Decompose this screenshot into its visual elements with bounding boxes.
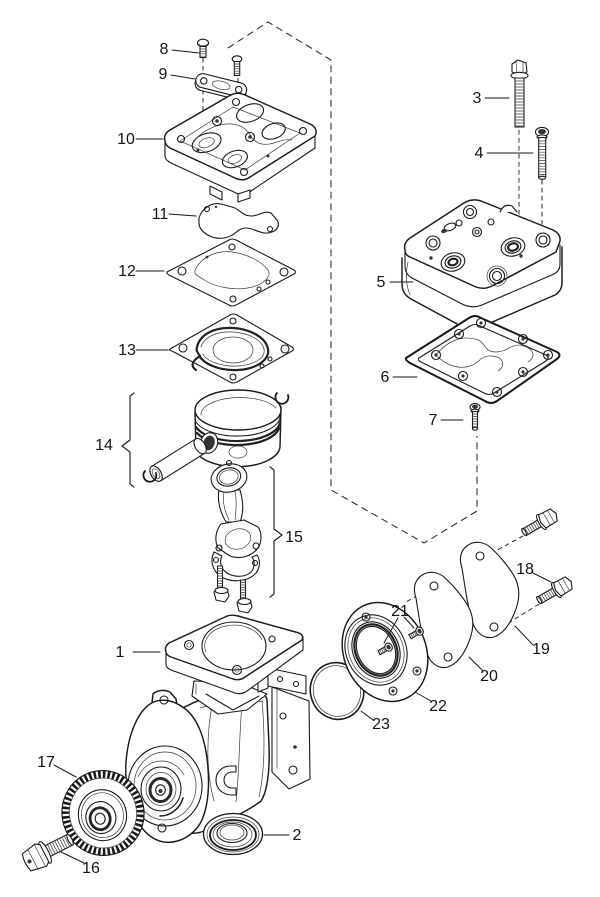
- callout-17-label: 17: [37, 754, 55, 771]
- circlip-icon: [142, 470, 158, 483]
- part-4-screw: [534, 126, 550, 180]
- part-18-hex-bolt: [536, 576, 573, 605]
- part-9-screw: [231, 55, 243, 77]
- callout-15-label: 15: [285, 529, 303, 546]
- callout-22-label: 22: [429, 698, 447, 715]
- part-3-hex-bolt: [510, 59, 529, 128]
- callout-2-label: 2: [293, 827, 302, 844]
- callout-23-label: 23: [372, 716, 390, 733]
- callout-19-leader: [514, 625, 534, 646]
- part-19-cover-plate: [459, 541, 520, 639]
- part-11-reed-valve: [198, 203, 279, 239]
- part-17-drive-gear: [61, 770, 145, 856]
- callout-5-label: 5: [377, 274, 386, 291]
- callout-8-leader: [171, 49, 200, 54]
- part-2-seal-washer: [202, 812, 264, 856]
- callout-7-label: 7: [429, 412, 438, 429]
- circlip-icon: [274, 392, 290, 405]
- callout-9-leader: [170, 74, 196, 80]
- part-13-gasket: [168, 313, 295, 384]
- callout-3-label: 3: [473, 90, 482, 107]
- part-18-hex-bolt: [521, 508, 558, 537]
- part-5-cylinder-head: [401, 199, 563, 329]
- callout-14-label: 14: [95, 437, 113, 454]
- callout-12-label: 12: [118, 263, 136, 280]
- callout-17-leader: [53, 764, 77, 778]
- callout-18-label: 18: [516, 561, 534, 578]
- part-16-hex-bolt: [21, 833, 74, 872]
- callout-4-label: 4: [475, 145, 484, 162]
- part-7-screw: [469, 402, 481, 431]
- leader-lines: [53, 49, 552, 864]
- callout-22-leader: [414, 691, 432, 702]
- callout-20-leader: [468, 656, 484, 672]
- callout-13-label: 13: [118, 342, 136, 359]
- callout-8-label: 8: [160, 41, 169, 58]
- part-12-gasket: [166, 238, 297, 307]
- part-14-wrist-pin: [149, 437, 207, 482]
- callout-21-leader: [383, 616, 415, 644]
- callout-16-label: 16: [82, 860, 100, 877]
- bracket-14: [121, 392, 135, 488]
- callout-9-label: 9: [159, 66, 168, 83]
- callout-20-label: 20: [480, 668, 498, 685]
- part-15-connecting-rod-group: [210, 459, 262, 614]
- part-6-head-gasket: [404, 315, 561, 404]
- callout-18-leader: [532, 572, 552, 583]
- callout-10-label: 10: [117, 131, 135, 148]
- part-8-screw: [196, 38, 210, 59]
- part-21-screw: [377, 642, 393, 656]
- part-15-rod-bolt: [236, 579, 253, 614]
- callout-labels: 1 2 3 4 5 6 7 8 9 10 11 12 13 14 15 16 1…: [37, 41, 550, 877]
- part-15-rod-bolt: [213, 565, 230, 603]
- callout-1-label: 1: [116, 644, 125, 661]
- part-14-piston-group: [142, 389, 290, 483]
- callout-6-label: 6: [381, 369, 390, 386]
- part-20-cover-gasket: [413, 571, 474, 669]
- callout-21-label: 21: [391, 603, 409, 620]
- assembly-boundary-dashed-line: [227, 21, 478, 544]
- part-21-screw: [408, 626, 424, 640]
- callout-19-label: 19: [532, 641, 550, 658]
- front-mounting-flange: [125, 689, 210, 843]
- callout-23-leader: [360, 710, 374, 721]
- bracket-15: [269, 466, 283, 598]
- part-1-mounting-flange: [164, 614, 304, 695]
- callout-16-leader: [60, 851, 85, 864]
- callout-11-label: 11: [152, 206, 169, 223]
- part-10-valve-plate: [163, 92, 317, 203]
- compressor-crankcase-body: [125, 667, 311, 843]
- callout-11-leader: [168, 213, 197, 217]
